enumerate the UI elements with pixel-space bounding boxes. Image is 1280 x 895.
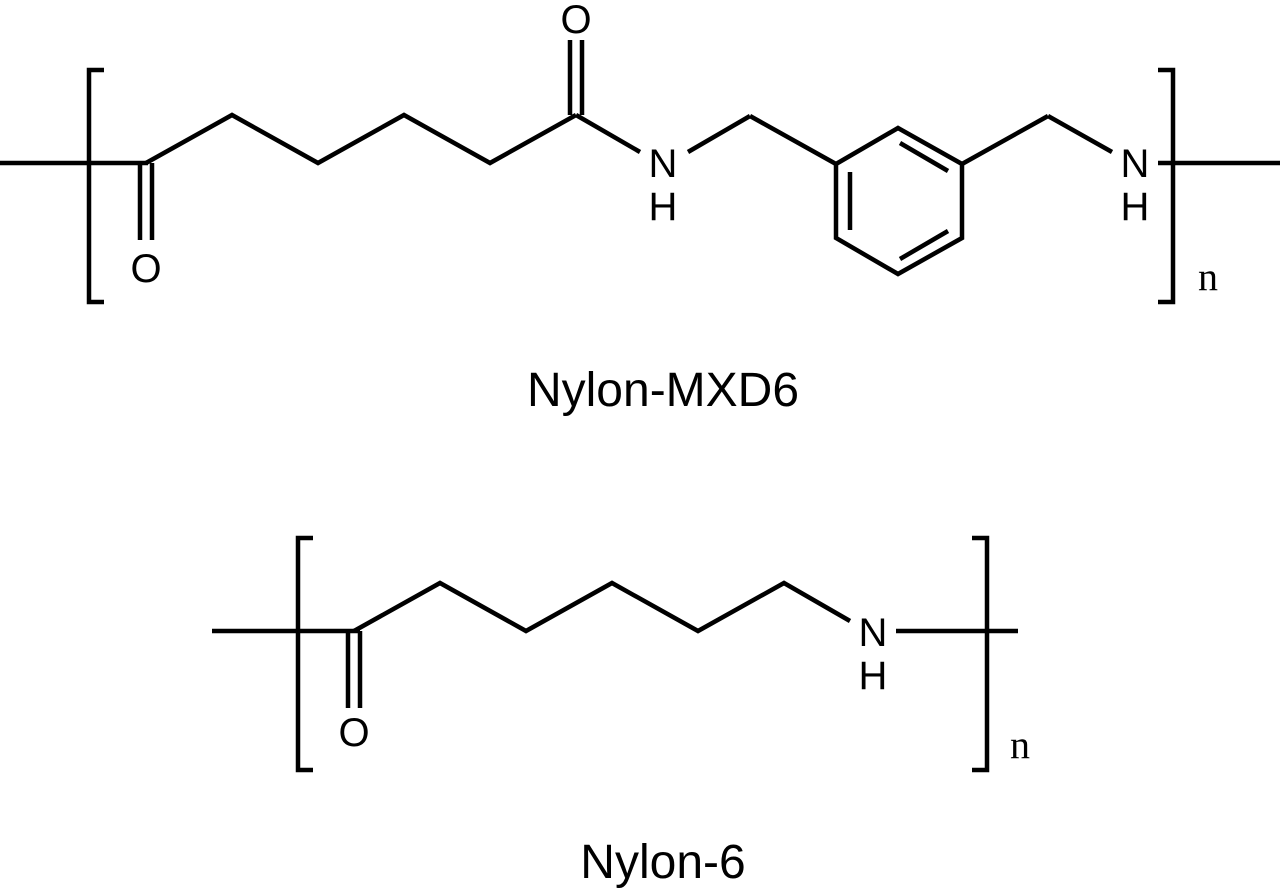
structure-caption: Nylon-6	[580, 836, 745, 889]
ring-inner-double-3	[898, 229, 950, 261]
carbonyl-oxygen: O	[338, 711, 369, 755]
left-repeat-bracket	[86, 67, 104, 305]
amide-hydrogen-1: H	[649, 185, 678, 229]
left-repeat-bracket	[295, 535, 313, 773]
right-repeat-bracket	[1158, 67, 1176, 305]
repeat-unit-label: n	[1198, 254, 1218, 299]
amide-nitrogen: N	[859, 611, 888, 655]
right-repeat-bracket	[972, 535, 990, 773]
benzene-ring	[833, 125, 965, 277]
amide-nitrogen-1: N	[649, 142, 678, 186]
repeat-unit-label: n	[1010, 722, 1030, 767]
amide-nitrogen-2: N	[1121, 142, 1150, 186]
nylon-6-structure: O N H n Nylon-6	[212, 535, 1030, 889]
nylon-6-bonds	[212, 580, 1018, 708]
amide-bond-1	[574, 113, 642, 154]
carbonyl-oxygen-top: O	[560, 0, 591, 42]
ring-ch2-bond-2	[960, 114, 1050, 166]
ch2-ring-bond-1	[748, 114, 838, 166]
amide-hydrogen: H	[859, 654, 888, 698]
adipoyl-chain	[144, 112, 578, 166]
amide-hydrogen-2: H	[1121, 185, 1150, 229]
ring-inner-double-2	[898, 141, 950, 173]
ch2-n-bond-2	[1046, 114, 1114, 154]
n-ch2-bond-1	[686, 114, 752, 154]
carbonyl-oxygen-left: O	[130, 247, 161, 291]
nylon-mxd6-bonds	[0, 40, 1280, 277]
structure-caption: Nylon-MXD6	[527, 364, 799, 417]
nylon-mxd6-structure: O O N H N H n Nylon-MXD6	[0, 0, 1280, 417]
caprolactam-chain	[352, 580, 852, 634]
